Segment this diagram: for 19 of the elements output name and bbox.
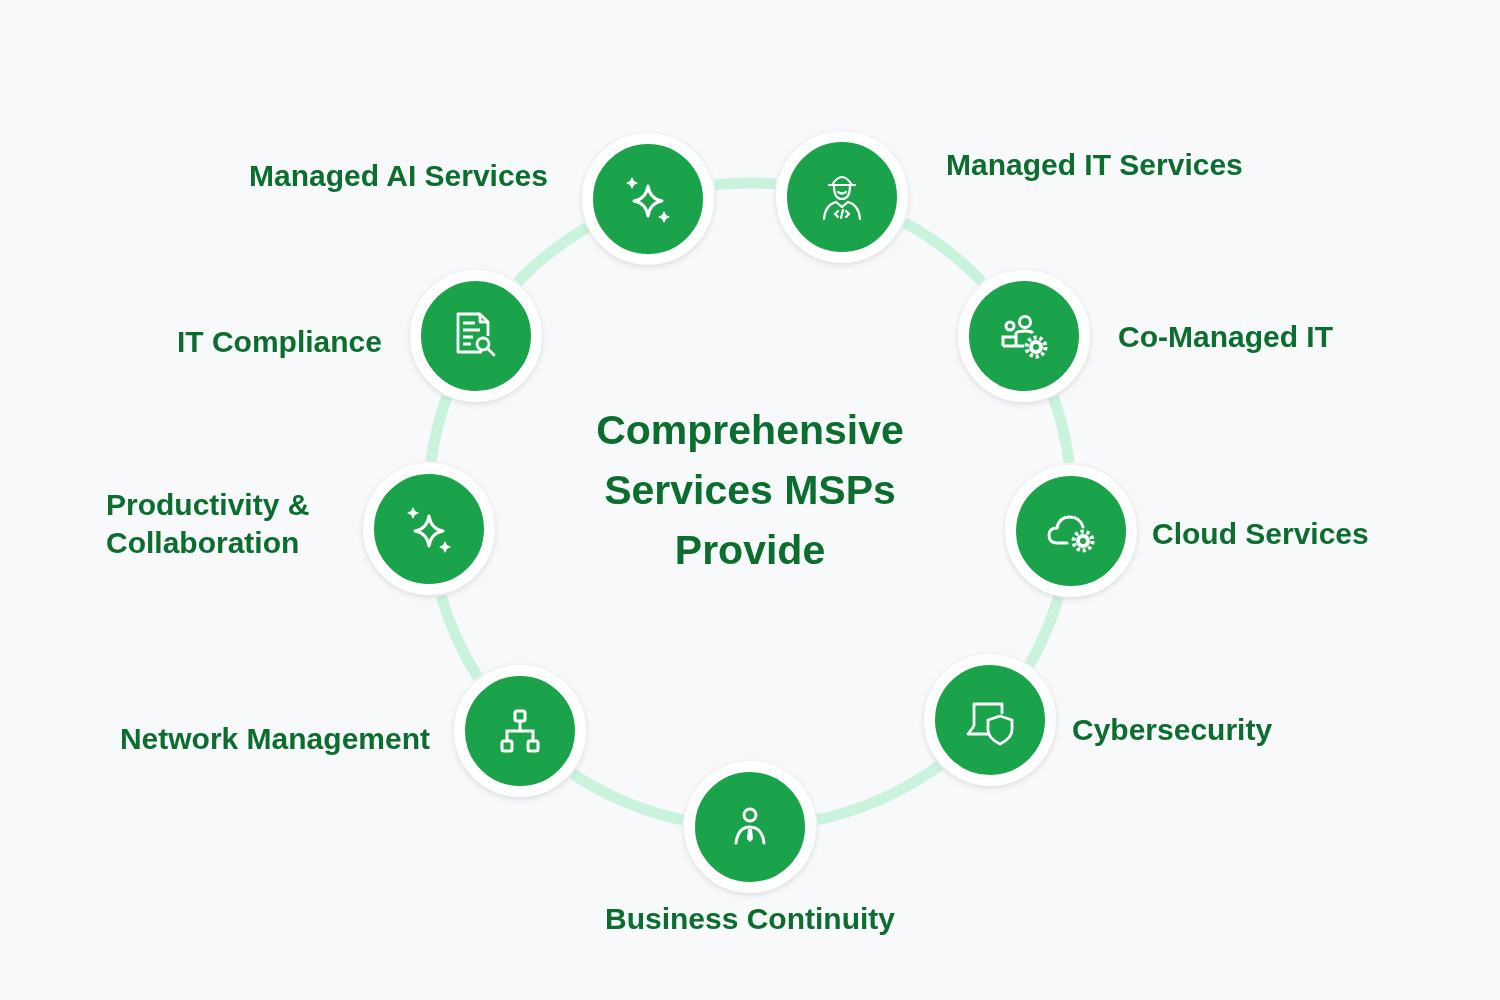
service-label: Business Continuity xyxy=(604,901,896,937)
service-label: Managed IT Services xyxy=(946,147,1244,183)
service-label: Co-Managed IT xyxy=(1118,319,1334,355)
service-label: Cybersecurity xyxy=(1072,712,1274,748)
ring-segment xyxy=(1024,595,1064,668)
ring-segment xyxy=(902,218,987,286)
service-label: Managed AI Services xyxy=(247,158,548,194)
ring-segment xyxy=(513,222,590,287)
ring-segment xyxy=(436,594,483,681)
service-label: IT Compliance xyxy=(175,324,382,360)
ring-segment xyxy=(569,769,684,826)
ring-segment xyxy=(425,395,452,463)
service-label: Productivity & Collaboration xyxy=(106,487,311,561)
ring-segment xyxy=(714,177,776,191)
service-label: Network Management xyxy=(118,721,430,757)
ring-segment xyxy=(1048,395,1075,464)
ring-segment xyxy=(816,760,943,826)
title-text: Comprehensive Services MSPs Provide xyxy=(595,406,905,575)
service-label: Cloud Services xyxy=(1152,516,1370,552)
